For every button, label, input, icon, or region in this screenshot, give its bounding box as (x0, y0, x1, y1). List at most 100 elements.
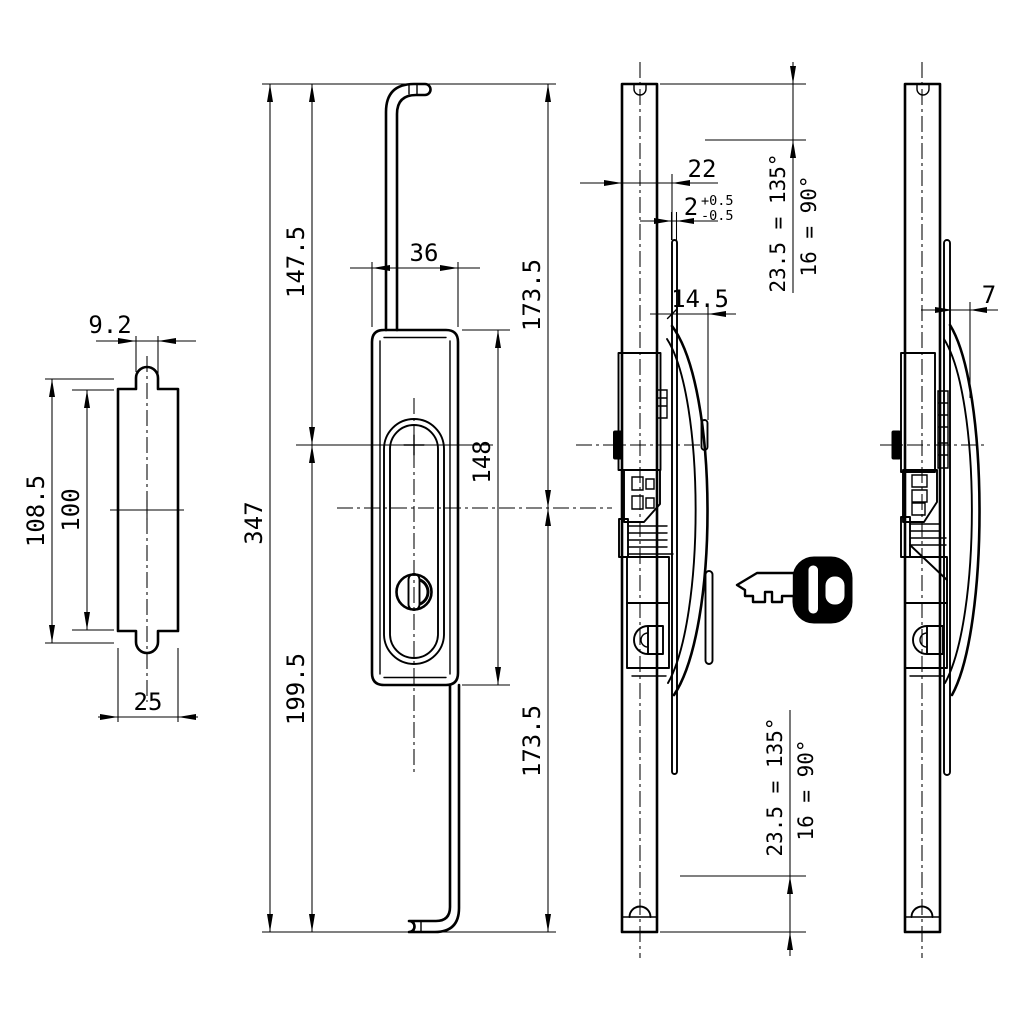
dim-14-5-lines (650, 306, 736, 420)
dim-347-label: 347 (240, 501, 268, 544)
housing-b-bottom-lines (906, 667, 948, 677)
dim-14-5-label: 14.5 (671, 285, 729, 313)
dim-173-5-bottom-label: 173.5 (518, 705, 546, 777)
dim-22: 22 (580, 155, 718, 240)
side-b-rod-top-notch (916, 83, 930, 96)
housing-a-lamination-cap (618, 518, 629, 558)
front-upper-rod-ticks (408, 84, 418, 95)
dim-100-label: 100 (57, 488, 85, 531)
dim-travel-top-lines (660, 62, 806, 293)
side-b-flat-bar (943, 239, 951, 776)
dim-2-tol-plus-label: +0.5 (701, 193, 734, 209)
dim-347: 347 (240, 83, 556, 933)
front-lower-rod (407, 683, 461, 934)
side-b-handle-bulge-outer (948, 323, 981, 697)
dim-travel-bottom-90-label: 16 = 90° (794, 739, 818, 840)
housing-b-side-lug (891, 430, 901, 460)
housing-b-diagonal (909, 544, 948, 581)
dim-108-5-label: 108.5 (22, 475, 50, 547)
front-recess-outer (383, 418, 445, 665)
dim-travel-top-90-label: 16 = 90° (797, 175, 821, 276)
dim-travel-top-135-label: 23.5 = 135° (766, 153, 790, 292)
housing-b-laminations (909, 523, 947, 546)
view-mounting-plate: 9.2 108.5 100 25 (22, 311, 198, 722)
housing-a-bottom-lines (628, 667, 670, 677)
dim-147-5-label: 147.5 (282, 226, 310, 298)
dim-9-2-label: 9.2 (88, 311, 131, 339)
view-front: 347 147.5 199.5 36 148 173.5 (240, 82, 612, 934)
dim-travel-bottom-arrows (787, 876, 793, 950)
side-a-housing (613, 352, 674, 677)
housing-a-side-lug (613, 430, 623, 460)
dim-173-5-bottom: 173.5 (518, 508, 551, 932)
dim-travel-bottom: 23.5 = 135° 16 = 90° (660, 710, 818, 956)
housing-a-screw-dome-inner (640, 632, 649, 648)
dim-22-arrows (604, 180, 690, 186)
dim-7: 7 (921, 281, 998, 398)
dim-14-5-arrow (708, 311, 726, 317)
dim-2-label: 2 (684, 193, 698, 221)
housing-a-screw-dome (633, 625, 649, 655)
housing-b-screw-dome-inner (919, 632, 928, 648)
housing-a-latch-block (623, 469, 661, 523)
dim-36-arrows (372, 265, 458, 271)
view-side-b: 7 (880, 62, 998, 958)
dim-199-5-label: 199.5 (282, 653, 310, 725)
dim-25-label: 25 (134, 688, 163, 716)
housing-a-mid-block (626, 556, 670, 604)
housing-b-ladder-strip (937, 390, 949, 469)
dim-travel-top: 23.5 = 135° 16 = 90° (660, 62, 821, 293)
dim-173-5-top-label: 173.5 (518, 259, 546, 331)
housing-a-rungs (656, 389, 668, 419)
plate-mid-tick (110, 500, 184, 520)
key-head-slot (808, 565, 818, 614)
dim-108-5-lines (45, 378, 114, 644)
housing-b-latch-block (902, 469, 938, 523)
side-a-handle-tab-lower (704, 570, 714, 665)
side-a-handle-tab-upper (700, 419, 709, 451)
dim-9-2-lines (96, 336, 196, 389)
housing-b-upper-block (900, 352, 936, 473)
dim-7-arrows (935, 307, 987, 313)
dim-9-2: 9.2 (88, 311, 196, 389)
key-blade (735, 571, 796, 604)
dim-147-5: 147.5 (282, 84, 315, 445)
dim-2-tol-minus-label: -0.5 (701, 208, 734, 224)
front-handle (389, 424, 439, 659)
keyhole-crescent (419, 578, 430, 606)
key-icon (735, 556, 853, 624)
side-a-handle-bulge-inner (666, 338, 697, 684)
housing-b-screw-seat (926, 625, 944, 655)
dim-2-arrows (654, 218, 694, 224)
front-upper-rod (384, 82, 432, 332)
side-b-housing (891, 352, 949, 677)
front-lower-rod-ticks (413, 921, 422, 932)
plate-outline (116, 365, 180, 655)
dim-36-label: 36 (410, 239, 439, 267)
housing-a-latch-windows (631, 476, 655, 510)
dim-36: 36 (350, 239, 480, 327)
dim-36-lines (350, 262, 480, 327)
front-body-outline (370, 328, 460, 687)
key-head-notch (825, 576, 845, 605)
dim-7-label: 7 (982, 281, 996, 309)
dim-347-lines (262, 83, 556, 933)
housing-a-laminations (627, 525, 674, 555)
view-side-a: 22 2 +0.5 -0.5 14.5 23.5 = 135° 16 = 90°… (576, 62, 853, 958)
dim-148: 148 (462, 329, 510, 686)
dim-2-tol: 2 +0.5 -0.5 (640, 193, 734, 240)
dim-100: 100 (57, 389, 114, 631)
dim-14-5-tick (666, 308, 678, 320)
housing-a-screw-seat (647, 625, 664, 655)
side-b-handle-bulge-inner (943, 338, 973, 684)
dim-travel-bottom-135-label: 23.5 = 135° (763, 717, 787, 856)
side-a-handle-bulge-outer (670, 324, 709, 697)
dim-travel-bottom-lines (660, 710, 806, 956)
dim-22-label: 22 (688, 155, 717, 183)
dim-25: 25 (98, 648, 198, 722)
housing-b-latch-windows (911, 474, 928, 516)
dim-173-5-top: 173.5 (518, 84, 551, 508)
dim-148-lines (462, 329, 510, 686)
